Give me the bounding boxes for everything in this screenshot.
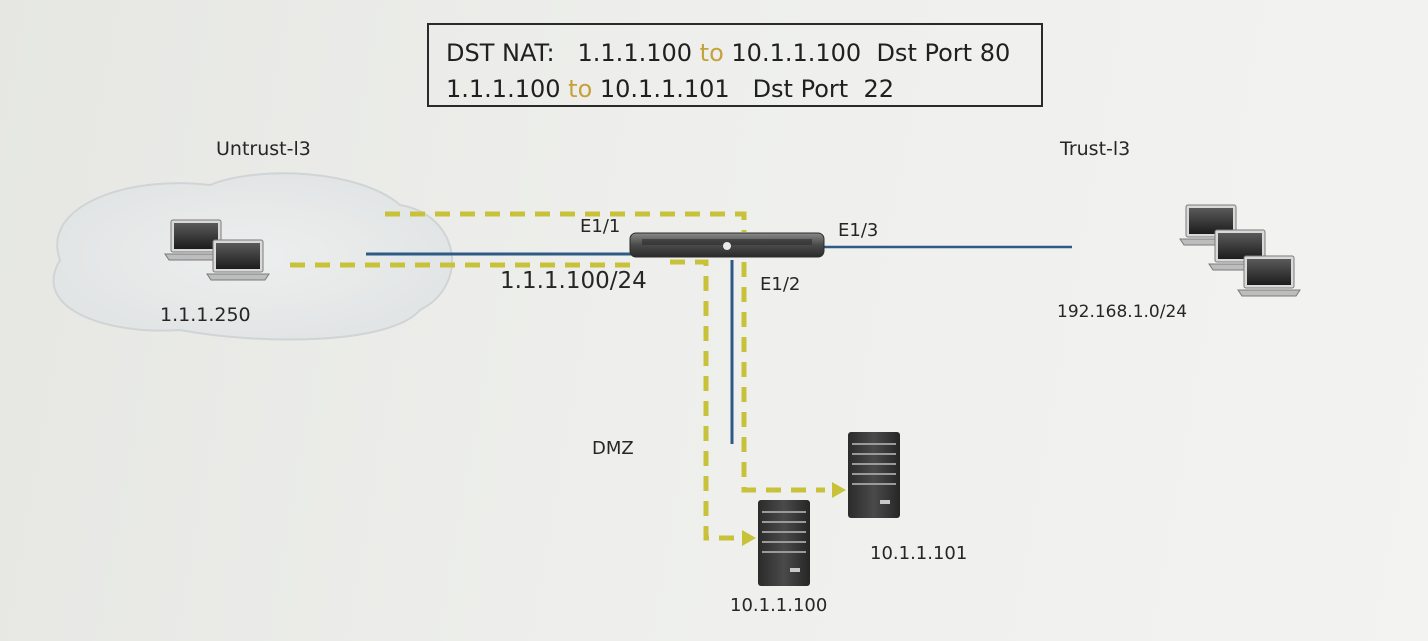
traffic-flow (290, 211, 825, 541)
server-icon (757, 499, 811, 587)
host-label-trust-net: 192.168.1.0/24 (1057, 302, 1188, 322)
nat-dst-ip: 10.1.1.100 (731, 39, 862, 67)
zone-label-dmz: DMZ (592, 438, 634, 459)
host-label-server1: 10.1.1.100 (730, 595, 828, 616)
nat-port: 22 (863, 75, 894, 103)
nat-rule-1: DST NAT: 1.1.1.100 to 10.1.1.100 Dst Por… (446, 35, 1041, 71)
interface-ip-label: 1.1.1.100/24 (500, 268, 647, 294)
nat-rule-2: 1.1.1.100 to 10.1.1.101 Dst Port 22 (446, 71, 1041, 107)
laptop-icon (1179, 204, 1301, 297)
nat-to: to (568, 75, 593, 103)
nat-src-ip: 1.1.1.100 (446, 75, 561, 103)
nat-port: 80 (979, 39, 1011, 67)
host-label-server2: 10.1.1.101 (870, 543, 968, 564)
zone-label-trust: Trust-l3 (1060, 138, 1131, 160)
flow-arrow-server1 (742, 530, 756, 546)
server-icon (847, 431, 901, 519)
nat-dst-ip: 10.1.1.101 (599, 75, 730, 103)
nat-src-ip: 1.1.1.100 (577, 39, 693, 67)
nat-port-label: Dst Port (752, 75, 849, 103)
interface-label-e13: E1/3 (838, 220, 879, 241)
host-label-client: 1.1.1.250 (160, 304, 251, 326)
firewall-icon (629, 232, 825, 258)
interface-label-e11: E1/1 (580, 216, 621, 237)
nat-to: to (699, 39, 724, 67)
nat-rule-box: DST NAT: 1.1.1.100 to 10.1.1.100 Dst Por… (427, 23, 1043, 107)
zone-label-untrust: Untrust-l3 (216, 138, 311, 160)
nat-prefix: DST NAT: (446, 39, 555, 67)
interface-label-e12: E1/2 (760, 274, 801, 295)
nat-port-label: Dst Port (876, 39, 973, 67)
flow-arrow-server2 (832, 482, 846, 498)
